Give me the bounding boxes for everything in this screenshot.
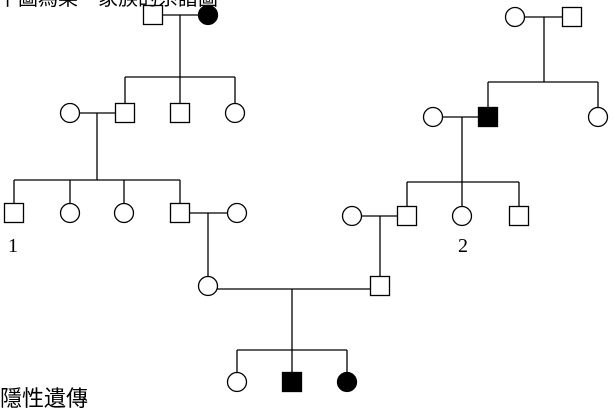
female-circle-g4-daughter [197, 275, 219, 297]
female-circle-g5-daughter [226, 371, 248, 393]
top-question-text: 下圖為某一家族的系譜圖 [0, 0, 218, 8]
male-square-g3-1 [3, 202, 25, 224]
affected-male-square-g2-son-right [477, 106, 499, 128]
female-circle-g2-wife-right [422, 106, 444, 128]
male-square-g1-right-male [561, 6, 583, 28]
female-circle-g2-daughter-a [224, 102, 246, 124]
male-square-g2-son-a [114, 102, 136, 124]
affected-female-circle-g5-daughter-affected [336, 371, 358, 393]
female-circle-g3-spouse-d [226, 202, 248, 224]
female-circle-g3-2 [451, 205, 473, 227]
female-circle-g1-right-female [504, 6, 526, 28]
female-circle-g2-daughter-right [587, 106, 609, 128]
female-circle-g3-spouse-2side [341, 205, 363, 227]
male-square-g3-son-f [508, 205, 530, 227]
female-circle-g2-wife-left [59, 102, 81, 124]
individual-label-2: 2 [458, 235, 468, 257]
female-circle-g3-daughter-b [59, 202, 81, 224]
male-square-g3-son-d [169, 202, 191, 224]
male-square-g1-left-male [142, 4, 164, 26]
male-square-g3-son-e [396, 205, 418, 227]
male-square-g4-son [369, 275, 391, 297]
affected-female-circle-g1-left-female [197, 4, 219, 26]
affected-male-square-g5-son [281, 371, 303, 393]
male-square-g2-son-b [169, 102, 191, 124]
individual-label-1: 1 [8, 235, 18, 257]
caption-recessive-inheritance: 隱性遺傳 [0, 387, 89, 412]
female-circle-g3-daughter-c [113, 202, 135, 224]
